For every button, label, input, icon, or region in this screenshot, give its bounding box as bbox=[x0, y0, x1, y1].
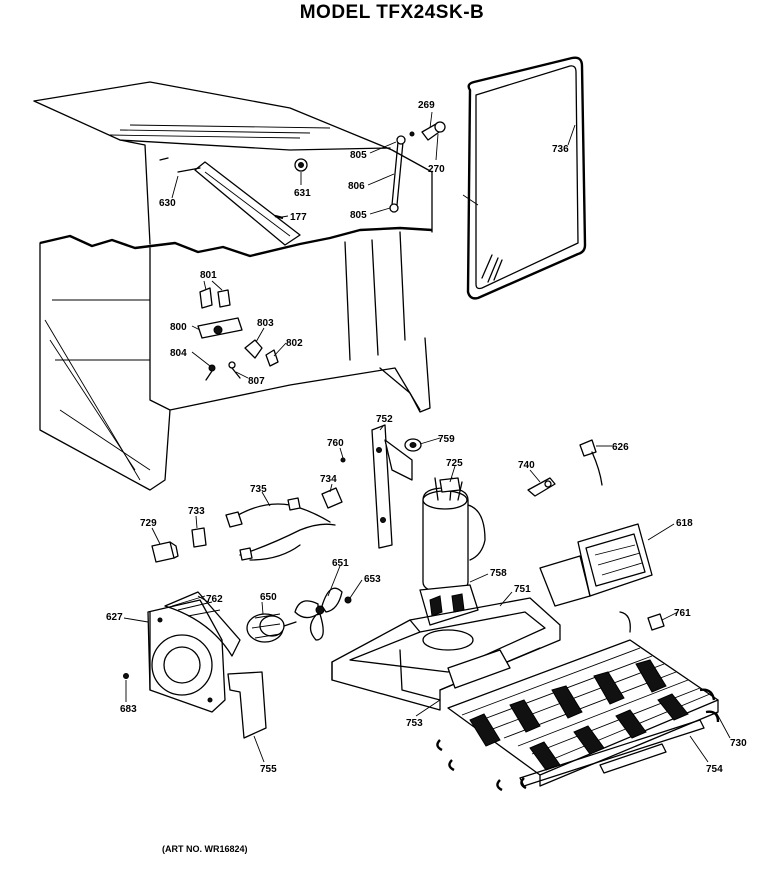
label-803: 803 bbox=[257, 318, 274, 329]
label-683: 683 bbox=[120, 704, 137, 715]
label-753: 753 bbox=[406, 718, 423, 729]
label-805-bottom: 805 bbox=[350, 210, 367, 221]
label-270: 270 bbox=[428, 164, 445, 175]
label-729: 729 bbox=[140, 518, 157, 529]
label-653: 653 bbox=[364, 574, 381, 585]
part-725-compressor bbox=[422, 477, 486, 593]
label-806: 806 bbox=[348, 181, 365, 192]
part-758-compressor-mount bbox=[419, 584, 479, 626]
label-807: 807 bbox=[248, 376, 265, 387]
drain-assembly-parts bbox=[197, 287, 279, 381]
part-729-capacitor bbox=[151, 541, 179, 563]
part-752-compressor-bracket bbox=[371, 424, 413, 549]
label-735: 735 bbox=[250, 484, 267, 495]
label-762: 762 bbox=[206, 594, 223, 605]
part-730-condenser bbox=[436, 611, 720, 792]
part-number-labels: 269 270 736 805 806 805 631 630 177 801 … bbox=[106, 100, 747, 854]
part-751-machine-base bbox=[331, 597, 561, 711]
label-752: 752 bbox=[376, 414, 393, 425]
part-760-screw bbox=[340, 457, 346, 463]
part-653-nut bbox=[344, 596, 352, 604]
label-751: 751 bbox=[514, 584, 531, 595]
part-650-fan-motor bbox=[246, 613, 297, 643]
part-806-tube bbox=[389, 135, 406, 213]
label-760: 760 bbox=[327, 438, 344, 449]
label-804: 804 bbox=[170, 348, 187, 359]
part-736-door-gasket bbox=[462, 56, 587, 300]
label-733: 733 bbox=[188, 506, 205, 517]
label-630: 630 bbox=[159, 198, 176, 209]
cabinet-liner bbox=[33, 81, 433, 491]
label-802: 802 bbox=[286, 338, 303, 349]
part-683-screw bbox=[123, 673, 129, 679]
label-736: 736 bbox=[552, 144, 569, 155]
label-761: 761 bbox=[674, 608, 691, 619]
part-269-plug bbox=[409, 121, 446, 141]
label-725: 725 bbox=[446, 458, 463, 469]
model-title: MODEL TFX24SK-B bbox=[299, 2, 485, 23]
part-627-fan-housing bbox=[147, 599, 226, 713]
label-651: 651 bbox=[332, 558, 349, 569]
part-740-clip bbox=[527, 477, 556, 497]
label-734: 734 bbox=[320, 474, 337, 485]
label-177: 177 bbox=[290, 212, 307, 223]
label-631: 631 bbox=[294, 188, 311, 199]
label-269: 269 bbox=[418, 100, 435, 111]
part-733-overload bbox=[191, 527, 207, 548]
part-754-condenser-bracket bbox=[519, 719, 705, 787]
label-805-top: 805 bbox=[350, 150, 367, 161]
part-755-bracket bbox=[227, 671, 267, 739]
part-618-control-board bbox=[539, 523, 653, 607]
label-759: 759 bbox=[438, 434, 455, 445]
label-754: 754 bbox=[706, 764, 723, 775]
art-number: (ART NO. WR16824) bbox=[162, 844, 248, 854]
part-177-screw bbox=[274, 214, 284, 220]
part-631-grommet bbox=[294, 158, 308, 172]
label-740: 740 bbox=[518, 460, 535, 471]
label-755: 755 bbox=[260, 764, 277, 775]
part-626-connector bbox=[579, 439, 603, 486]
part-761-clip bbox=[647, 613, 665, 631]
part-734-relay bbox=[321, 487, 343, 509]
label-650: 650 bbox=[260, 592, 277, 603]
label-730: 730 bbox=[730, 738, 747, 749]
label-801: 801 bbox=[200, 270, 217, 281]
part-651-fan-blade bbox=[294, 587, 343, 641]
label-758: 758 bbox=[490, 568, 507, 579]
label-618: 618 bbox=[676, 518, 693, 529]
label-627: 627 bbox=[106, 612, 123, 623]
part-735-wiring-harness bbox=[225, 497, 336, 561]
part-759-grommet bbox=[404, 438, 422, 452]
part-762-shroud bbox=[164, 591, 241, 657]
label-626: 626 bbox=[612, 442, 629, 453]
leader-lines bbox=[123, 111, 731, 763]
label-800: 800 bbox=[170, 322, 187, 333]
